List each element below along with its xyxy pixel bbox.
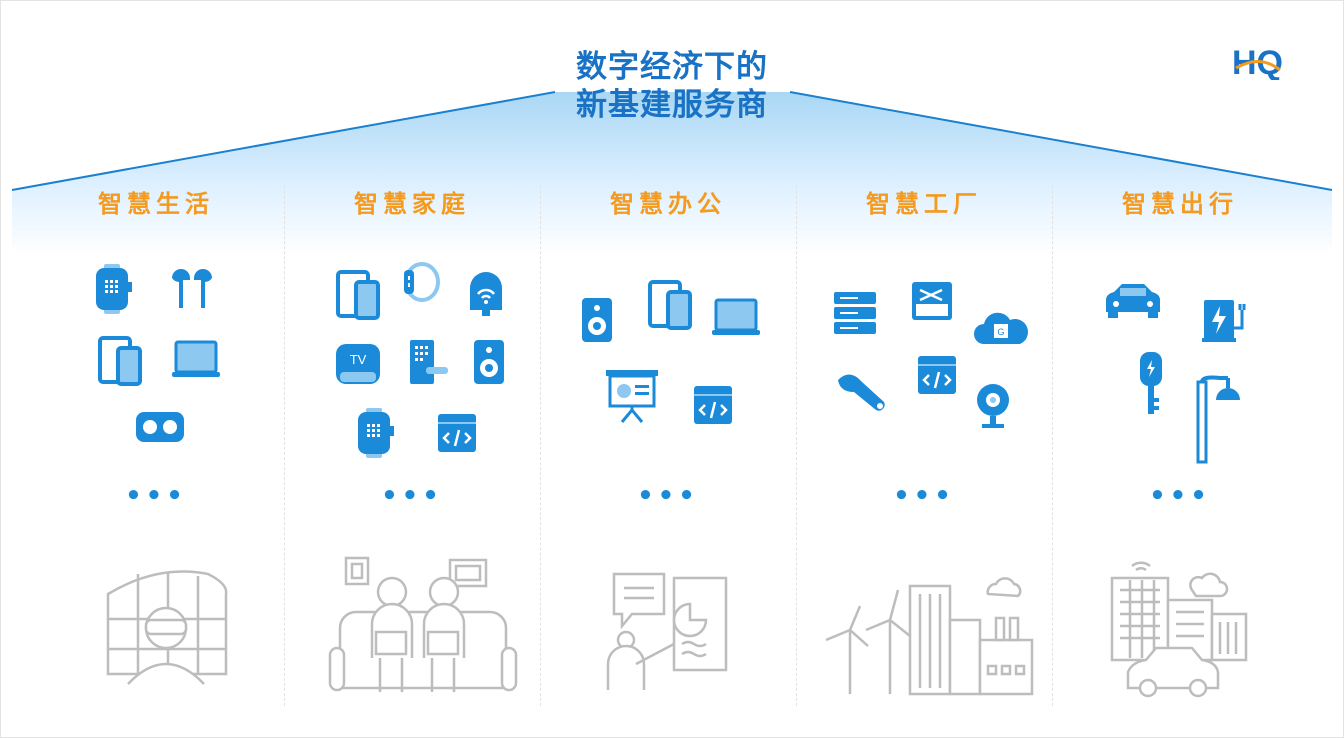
column-title: 智慧生活 xyxy=(98,190,214,218)
presentation-board-icon xyxy=(606,370,658,423)
page-title: 数字经济下的 新基建服务商 xyxy=(544,48,800,124)
webcam-icon xyxy=(977,384,1009,428)
smart-city-car-illustration xyxy=(1110,561,1248,698)
presenter-illustration xyxy=(606,572,728,690)
couple-on-sofa-illustration xyxy=(328,556,518,692)
title-line-1: 数字经济下的 xyxy=(576,49,768,85)
code-window-icon xyxy=(918,356,956,394)
laptop-icon xyxy=(172,340,220,377)
smartwatch-icon xyxy=(96,264,132,314)
more-indicator: ••• xyxy=(1149,481,1211,511)
svg-text:TV: TV xyxy=(350,352,367,367)
column-smart-travel: 智慧出行 ••• xyxy=(1052,186,1308,706)
column-smart-factory: 智慧工厂 G xyxy=(796,186,1052,706)
car-key-icon xyxy=(1140,352,1162,414)
tablet-phone-icon xyxy=(648,280,692,330)
factory-windmill-illustration xyxy=(825,577,1034,696)
column-title: 智慧工厂 xyxy=(866,190,982,218)
street-lamp-icon xyxy=(1196,375,1240,464)
column-divider xyxy=(796,186,797,706)
more-indicator: ••• xyxy=(381,481,443,511)
more-indicator: ••• xyxy=(637,481,699,511)
cloud-chip-icon: G xyxy=(974,312,1028,344)
column-divider xyxy=(540,186,541,706)
column-title: 智慧办公 xyxy=(610,190,726,218)
laptop-icon xyxy=(712,298,760,335)
column-title: 智慧出行 xyxy=(1122,190,1238,218)
doorbell-icon xyxy=(470,272,502,316)
smart-lock-icon xyxy=(410,340,448,384)
fitness-band-icon xyxy=(404,262,440,302)
server-rack-icon xyxy=(834,292,876,334)
more-indicator: ••• xyxy=(125,481,187,511)
title-line-2: 新基建服务商 xyxy=(576,87,768,123)
column-divider xyxy=(1052,186,1053,706)
tablet-phone-icon xyxy=(98,336,142,386)
speaker-icon xyxy=(474,340,504,384)
column-title: 智慧家庭 xyxy=(354,190,470,218)
vr-person-illustration xyxy=(106,570,228,685)
more-indicator: ••• xyxy=(893,481,955,511)
column-smart-office: 智慧办公 ••• xyxy=(540,186,796,706)
vr-goggles-icon xyxy=(136,412,184,442)
tv-box-icon: TV xyxy=(336,344,380,384)
speaker-icon xyxy=(582,298,612,342)
column-smart-life: 智慧生活 ••• xyxy=(28,186,284,706)
charging-station-icon xyxy=(1202,300,1246,342)
car-icon xyxy=(1106,284,1160,318)
barcode-scanner-icon xyxy=(838,374,885,411)
roof-banner xyxy=(11,91,1333,255)
column-divider xyxy=(284,186,285,706)
column-smart-home: 智慧家庭 TV xyxy=(284,186,540,706)
smartwatch-icon xyxy=(358,408,394,458)
code-window-icon xyxy=(694,386,732,424)
hq-logo: HQ xyxy=(1232,44,1283,80)
earbuds-icon xyxy=(172,269,212,308)
svg-text:G: G xyxy=(997,327,1004,337)
network-switch-icon xyxy=(912,282,952,320)
code-window-icon xyxy=(438,414,476,452)
tablet-phone-icon xyxy=(336,270,380,320)
